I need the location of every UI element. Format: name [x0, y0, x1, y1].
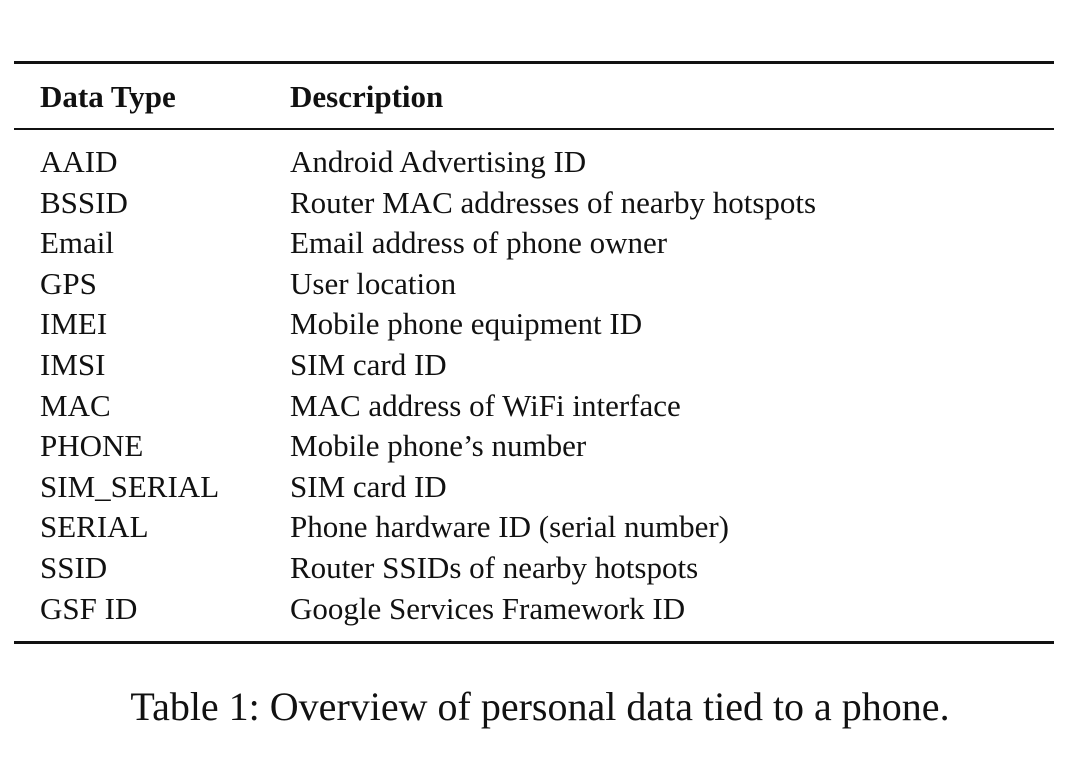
table-row: IMEI Mobile phone equipment ID: [14, 304, 1054, 345]
table-header-rule: [14, 128, 1054, 130]
table-bottom-rule: [14, 641, 1054, 645]
table-row: SERIAL Phone hardware ID (serial number): [14, 507, 1054, 548]
description-cell: Router SSIDs of nearby hotspots: [290, 549, 699, 585]
data-type-cell: BSSID: [40, 184, 128, 220]
description-cell: SIM card ID: [290, 468, 447, 504]
table-row: IMSI SIM card ID: [14, 345, 1054, 386]
table-row: GSF ID Google Services Framework ID: [14, 589, 1054, 630]
description-cell: Google Services Framework ID: [290, 590, 686, 626]
data-type-cell: IMEI: [40, 306, 108, 342]
data-type-cell: SERIAL: [40, 509, 149, 545]
data-type-cell: IMSI: [40, 346, 106, 382]
table-header-row: Data Type Description: [14, 64, 1054, 128]
header-description: Description: [290, 79, 444, 114]
data-type-table: Data Type Description AAID Android Advert…: [14, 61, 1054, 645]
description-cell: User location: [290, 265, 457, 301]
table-top-rule: [14, 61, 1054, 64]
data-type-cell: MAC: [40, 387, 111, 423]
description-cell: Mobile phone equipment ID: [290, 306, 643, 342]
table-row: GPS User location: [14, 264, 1054, 305]
table-row: BSSID Router MAC addresses of nearby hots…: [14, 183, 1054, 224]
data-type-cell: GSF ID: [40, 590, 138, 626]
description-cell: Mobile phone’s number: [290, 428, 587, 464]
table-body: AAID Android Advertising ID BSSID Router MA…: [14, 130, 1054, 641]
table-row: AAID Android Advertising ID: [14, 142, 1054, 183]
table-row: SIM_SERIAL SIM card ID: [14, 467, 1054, 508]
data-type-cell: PHONE: [40, 428, 144, 464]
description-cell: Android Advertising ID: [290, 144, 587, 179]
description-cell: MAC address of WiFi interface: [290, 387, 681, 423]
data-type-cell: SIM_SERIAL: [40, 468, 220, 504]
description-cell: SIM card ID: [290, 346, 447, 382]
header-data-type: Data Type: [40, 79, 176, 114]
data-type-cell: Email: [40, 225, 115, 261]
table-row: MAC MAC address of WiFi interface: [14, 386, 1054, 427]
data-type-cell: AAID: [40, 144, 118, 179]
table-caption: Table 1: Overview of personal data tied …: [130, 684, 950, 729]
description-cell: Router MAC addresses of nearby hotspots: [290, 184, 817, 220]
table-row: Email Email address of phone owner: [14, 223, 1054, 264]
description-cell: Email address of phone owner: [290, 225, 668, 261]
description-cell: Phone hardware ID (serial number): [290, 509, 729, 545]
table-row: PHONE Mobile phone’s number: [14, 426, 1054, 467]
table-row: SSID Router SSIDs of nearby hotspots: [14, 548, 1054, 589]
data-type-cell: SSID: [40, 549, 108, 585]
data-type-cell: GPS: [40, 265, 97, 301]
